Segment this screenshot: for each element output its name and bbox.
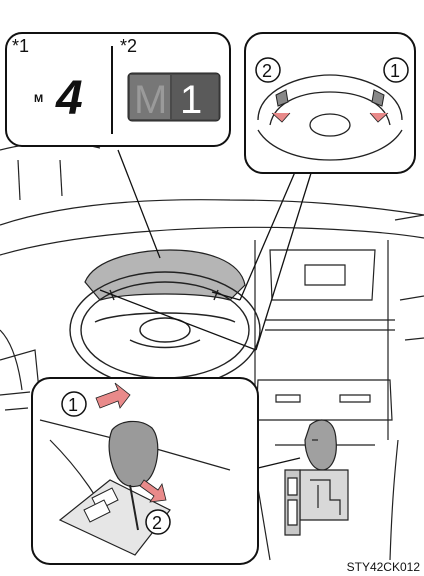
shift-lever-small <box>285 420 348 535</box>
paddle-left-number: 2 <box>262 61 272 81</box>
shift-up-number: 1 <box>68 395 78 415</box>
display2-mode-label: M <box>134 78 167 122</box>
display2-gear-digit: 1 <box>180 78 202 122</box>
note-marker-2: *2 <box>120 36 137 56</box>
instrument-cluster <box>85 250 245 300</box>
display1-gear-digit: 4 <box>55 72 83 125</box>
display-callout-panel: *1 *2 M 4 M 1 <box>6 33 230 146</box>
paddle-right-number: 1 <box>390 61 400 81</box>
figure-code: STY42CK012 <box>347 560 420 574</box>
shifter-callout-panel: 1 2 <box>32 378 258 564</box>
note-marker-1: *1 <box>12 36 29 56</box>
shift-down-number: 2 <box>152 513 162 533</box>
paddle-callout-panel: 2 1 <box>245 33 415 173</box>
display1-mode-label: M <box>34 93 43 105</box>
